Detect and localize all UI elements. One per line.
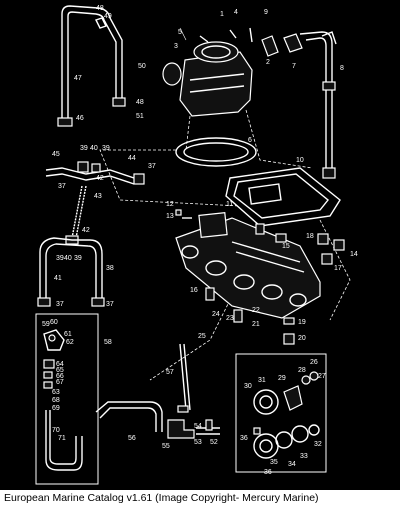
- callout-34: 34: [288, 461, 296, 468]
- callout-33: 33: [300, 453, 308, 460]
- callout-12: 12: [166, 201, 174, 208]
- callout-4: 4: [234, 9, 238, 16]
- callout-31: 31: [258, 377, 266, 384]
- callout-29: 29: [278, 375, 286, 382]
- callout-51: 51: [136, 113, 144, 120]
- callout-60: 60: [50, 319, 58, 326]
- callout-66: 66: [56, 373, 64, 380]
- callout-59: 59: [42, 321, 50, 328]
- detail-box-58: [35, 313, 99, 485]
- assembly-line-upper: [99, 109, 313, 207]
- callout-10: 10: [296, 157, 304, 164]
- callout-3: 3: [174, 43, 178, 50]
- callout-28: 28: [298, 367, 306, 374]
- callout-37d: 37: [106, 301, 114, 308]
- catalog-caption: European Marine Catalog v1.61 (Image Cop…: [0, 490, 400, 507]
- callout-67: 67: [56, 379, 64, 386]
- exhaust-manifold: [175, 212, 321, 319]
- callout-39c: 39: [56, 255, 64, 262]
- exploded-parts-diagram: 1 2 3 4 5 6 7 8 9 10 11 12 13 14 15 16 1…: [35, 5, 358, 485]
- lower-hose-assembly: [95, 343, 220, 439]
- detail-box-26-36: [235, 353, 327, 473]
- callout-56: 56: [128, 435, 136, 442]
- left-hose-assembly: [37, 161, 145, 307]
- callout-labels: 1 2 3 4 5 6 7 8 9 10 11 12 13 14 15 16 1…: [42, 5, 358, 476]
- thermostat-housing: [162, 27, 253, 117]
- callout-47: 47: [74, 75, 82, 82]
- callout-39d: 39: [74, 255, 82, 262]
- callout-19: 19: [298, 319, 306, 326]
- callout-16: 16: [190, 287, 198, 294]
- callout-57: 57: [166, 369, 174, 376]
- callout-7: 7: [292, 63, 296, 70]
- callout-52: 52: [210, 439, 218, 446]
- callout-53: 53: [194, 439, 202, 446]
- callout-20: 20: [298, 335, 306, 342]
- callout-50: 50: [138, 63, 146, 70]
- callout-58: 58: [104, 339, 112, 346]
- upper-right-hose: [261, 31, 337, 179]
- callout-1: 1: [220, 11, 224, 18]
- callout-42b: 42: [82, 227, 90, 234]
- callout-30: 30: [244, 383, 252, 390]
- callout-39b: 39: [102, 145, 110, 152]
- callout-9: 9: [264, 9, 268, 16]
- callout-64: 64: [56, 361, 64, 368]
- callout-37b: 37: [58, 183, 66, 190]
- callout-36: 36: [240, 435, 248, 442]
- callout-40b: 40: [64, 255, 72, 262]
- callout-48: 48: [96, 5, 104, 12]
- callout-13: 13: [166, 213, 174, 220]
- callout-39: 39: [80, 145, 88, 152]
- detail-box-parts: [253, 371, 320, 459]
- callout-23: 23: [226, 315, 234, 322]
- callout-69: 69: [52, 405, 60, 412]
- callout-22: 22: [252, 307, 260, 314]
- callout-68: 68: [52, 397, 60, 404]
- callout-62: 62: [66, 339, 74, 346]
- callout-14: 14: [350, 251, 358, 258]
- callout-37c: 37: [56, 301, 64, 308]
- callout-27: 27: [318, 373, 326, 380]
- callout-6: 6: [248, 137, 252, 144]
- callout-35: 35: [270, 459, 278, 466]
- callout-26: 26: [310, 359, 318, 366]
- callout-5: 5: [178, 29, 182, 36]
- callout-11: 11: [226, 201, 233, 208]
- callout-40: 40: [90, 145, 98, 152]
- callout-44: 44: [128, 155, 136, 162]
- callout-65: 65: [56, 367, 64, 374]
- callout-17: 17: [334, 265, 342, 272]
- callout-42: 42: [96, 175, 104, 182]
- callout-24: 24: [212, 311, 220, 318]
- callout-21: 21: [252, 321, 260, 328]
- callout-37: 37: [148, 163, 156, 170]
- callout-41: 41: [54, 275, 62, 282]
- detail-58-parts: [43, 329, 83, 471]
- hose-loop-47-50: [57, 5, 126, 127]
- callout-38: 38: [106, 265, 114, 272]
- callout-45: 45: [52, 151, 60, 158]
- callout-8: 8: [340, 65, 344, 72]
- callout-15: 15: [282, 243, 290, 250]
- callout-63: 63: [52, 389, 60, 396]
- callout-18: 18: [306, 233, 314, 240]
- callout-55: 55: [162, 443, 170, 450]
- callout-32: 32: [314, 441, 322, 448]
- callout-43: 43: [94, 193, 102, 200]
- callout-48b: 48: [136, 99, 144, 106]
- callout-46: 46: [76, 115, 84, 122]
- callout-61: 61: [64, 331, 72, 338]
- callout-2: 2: [266, 59, 270, 66]
- callout-49: 49: [104, 13, 112, 20]
- callout-25: 25: [198, 333, 206, 340]
- gasket-plate-10: [225, 167, 341, 227]
- callout-36b: 36: [264, 469, 272, 476]
- gasket-6: [175, 137, 257, 167]
- callout-54: 54: [194, 423, 202, 430]
- manifold-fittings: [175, 209, 345, 345]
- callout-70: 70: [52, 427, 60, 434]
- callout-71: 71: [58, 435, 66, 442]
